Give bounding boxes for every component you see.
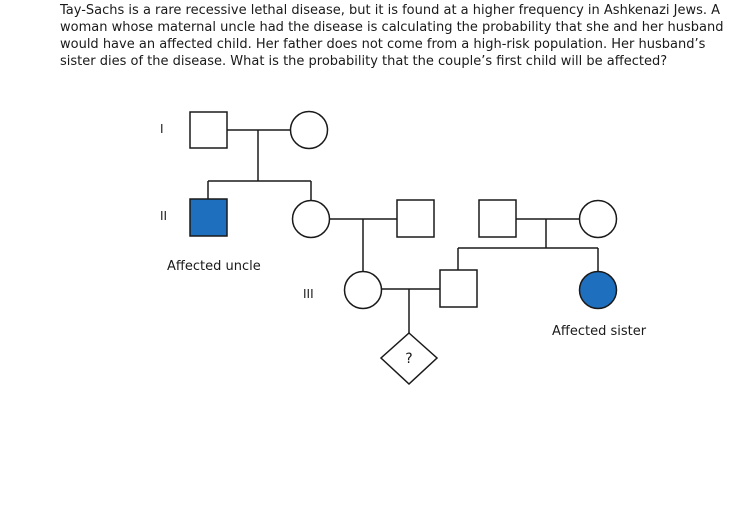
- grandmother-circle: [289, 110, 329, 150]
- affected-uncle-square: [189, 198, 228, 237]
- unknown-child-diamond: [379, 331, 439, 386]
- question-line: Tay-Sachs is a rare recessive lethal dis…: [60, 3, 721, 18]
- affected-sister-label: Affected sister: [552, 324, 647, 339]
- woman-circle: [343, 270, 383, 310]
- generation-label-ii: II: [160, 209, 167, 223]
- question-line: woman whose maternal uncle had the disea…: [60, 20, 724, 35]
- affected-sister-circle: [578, 270, 618, 310]
- question-line: sister dies of the disease. What is the …: [60, 54, 668, 69]
- father-square: [396, 199, 435, 238]
- husband-square: [439, 269, 478, 308]
- generation-label-iii: III: [303, 287, 314, 301]
- question-line: would have an affected child. Her father…: [60, 37, 706, 52]
- grandfather-square: [189, 111, 228, 149]
- unknown-child-label: ?: [405, 351, 412, 367]
- husband-father-square: [478, 199, 517, 238]
- mother-circle: [291, 199, 331, 239]
- pedigree-lines: [207, 129, 599, 333]
- husband-mother-circle: [578, 199, 618, 239]
- generation-label-i: I: [160, 122, 164, 136]
- question-text: Tay-Sachs is a rare recessive lethal dis…: [60, 2, 725, 70]
- affected-uncle-label: Affected uncle: [167, 259, 261, 274]
